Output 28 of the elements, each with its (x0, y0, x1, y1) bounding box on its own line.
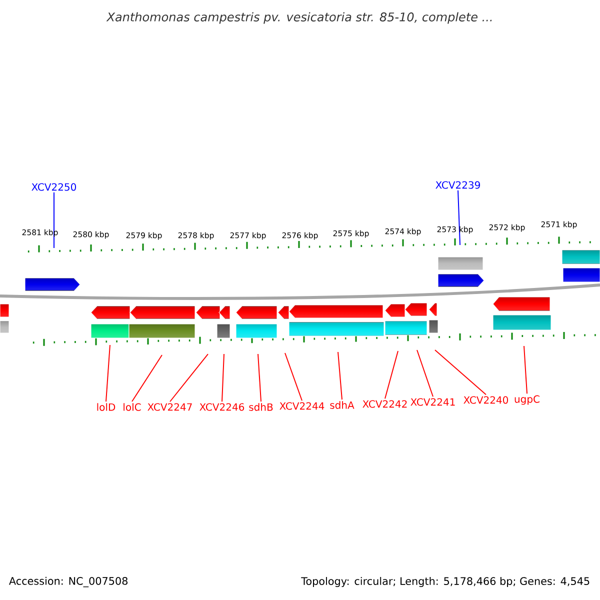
gene-label: lolC (124, 403, 141, 411)
gene-label: XCV2244 (280, 402, 324, 410)
gene-label: ugpC (514, 395, 540, 405)
leader-line (434, 350, 486, 396)
leader-line (458, 190, 460, 246)
gene-label: XCV2239 (436, 181, 480, 189)
gene-label: XCV2247 (148, 403, 192, 411)
leader-line (132, 354, 162, 402)
leader-line (338, 352, 342, 400)
gene-label: XCV2241 (410, 398, 455, 406)
leader-line (416, 350, 434, 398)
gene-label: XCV2246 (200, 403, 244, 411)
summary-text: Topology: circular; Length: 5,178,466 bp; Genes: 4,545 (301, 576, 590, 588)
leader-line (222, 354, 224, 402)
leader-line (170, 354, 208, 402)
gene-label: sdhA (330, 401, 354, 409)
leader-line (258, 354, 262, 402)
accession-text: Accession: NC_007508 (9, 576, 128, 588)
leader-line (384, 350, 398, 400)
gene-label: lolD (97, 403, 116, 411)
title: Xanthomonas campestris pv. vesicatoria str. 85-10, complete ... (106, 12, 492, 24)
gene-label: sdhB (249, 403, 273, 411)
leader-line (524, 346, 528, 394)
gene-label: XCV2242 (362, 400, 407, 408)
gene-label: XCV2250 (32, 183, 76, 191)
leader-line (106, 344, 110, 402)
gene-label: XCV2240 (464, 396, 508, 404)
leader-line (284, 352, 302, 402)
